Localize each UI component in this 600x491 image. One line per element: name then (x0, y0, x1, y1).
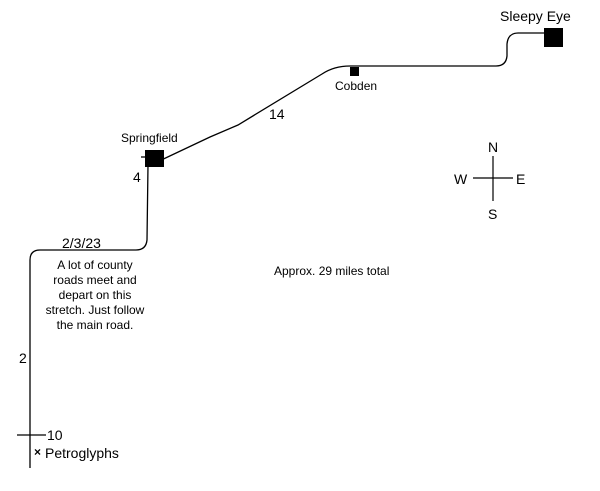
compass-rose (473, 156, 513, 201)
note-line: roads meet and (53, 273, 137, 287)
springfield-label: Springfield (121, 131, 178, 145)
note-line: the main road. (56, 318, 134, 332)
total-distance-label: Approx. 29 miles total (274, 264, 390, 278)
route-line (29, 32, 553, 468)
compass-north-label: N (488, 139, 499, 155)
compass-south-label: S (488, 206, 498, 222)
distance-label: 10 (47, 427, 63, 443)
distance-label: 14 (269, 106, 285, 122)
sleepy-eye-label: Sleepy Eye (500, 8, 571, 24)
cobden-label: Cobden (335, 79, 378, 93)
distance-label: 2/3/23 (62, 235, 101, 251)
petroglyphs-label: Petroglyphs (45, 445, 119, 461)
cobden-marker (350, 67, 359, 76)
distance-label: 4 (133, 169, 141, 185)
note-line: depart on this (58, 288, 132, 302)
petroglyphs-marker-icon: × (34, 445, 42, 459)
distance-label: 2 (19, 350, 27, 366)
note-line: stretch. Just follow (45, 303, 145, 317)
springfield-marker (145, 150, 164, 167)
note-line: A lot of county (57, 258, 133, 272)
county-roads-note: A lot of county roads meet and depart on… (34, 258, 156, 333)
compass-west-label: W (454, 171, 468, 187)
sleepy-eye-marker (544, 28, 563, 47)
compass-east-label: E (516, 171, 526, 187)
